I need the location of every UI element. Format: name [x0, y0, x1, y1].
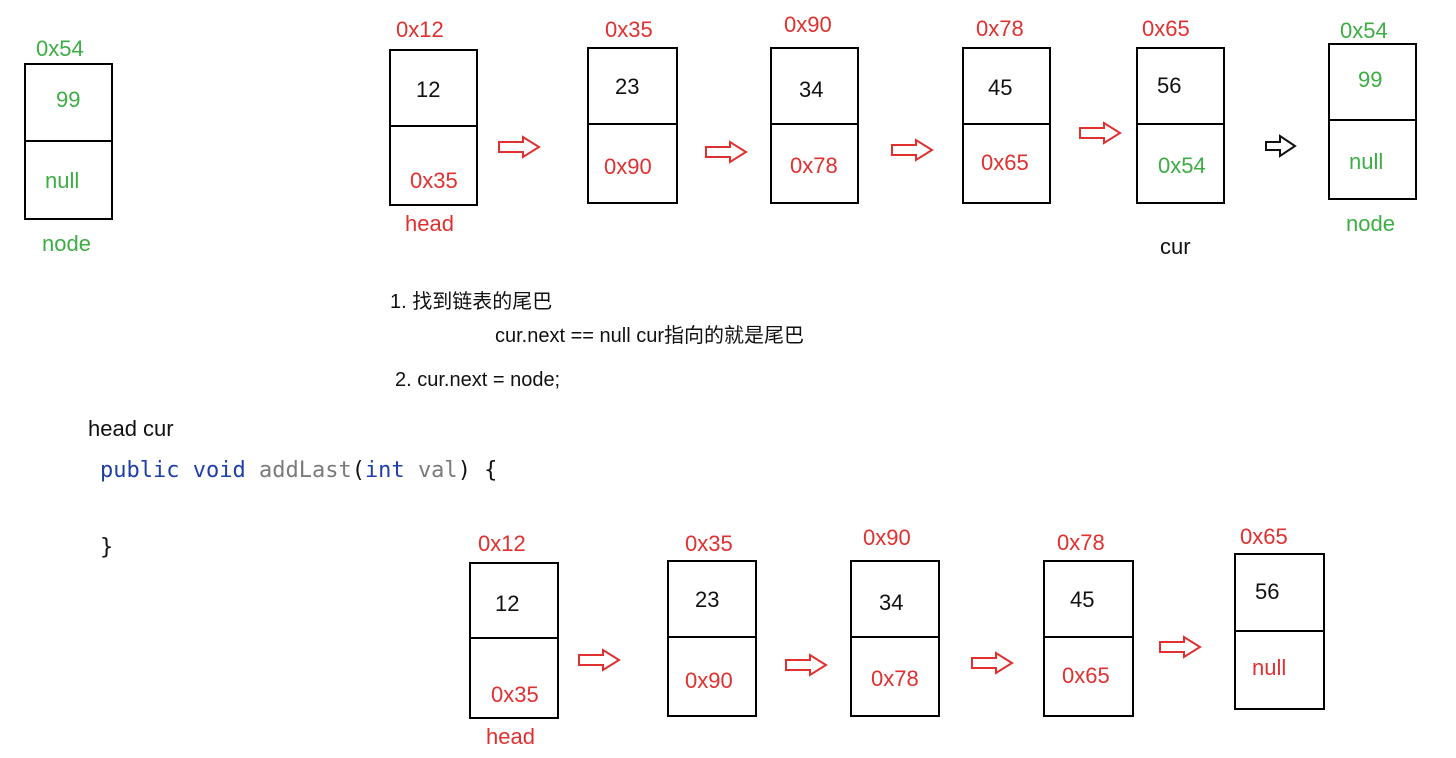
- node-divider: [852, 636, 938, 638]
- closing-brace: }: [100, 535, 114, 560]
- node-divider: [1138, 123, 1223, 125]
- new-node-next: null: [45, 168, 80, 193]
- bottom-node-3-next: 0x78: [871, 666, 919, 691]
- keyword-void: void: [192, 458, 246, 483]
- bottom-node-4: 45 0x65: [1043, 560, 1134, 717]
- bottom-node-4-value: 45: [1070, 587, 1095, 612]
- bottom-node-5-address: 0x65: [1240, 524, 1288, 549]
- node-divider: [589, 123, 676, 125]
- top-node-6-value: 99: [1358, 67, 1383, 92]
- bottom-node-2-value: 23: [695, 587, 720, 612]
- bottom-node-1: 12 0x35: [469, 562, 559, 719]
- step-1-text: 1. 找到链表的尾巴: [390, 291, 553, 313]
- head-label-bottom: head: [486, 724, 535, 749]
- node-divider: [669, 636, 755, 638]
- node-divider: [391, 125, 476, 127]
- step-1-detail: cur.next == null cur指向的就是尾巴: [495, 325, 804, 347]
- node-divider: [26, 140, 111, 142]
- top-node-3: 34 0x78: [770, 47, 859, 204]
- next-arrow-icon: [578, 648, 621, 672]
- param-name: val: [417, 458, 458, 483]
- top-node-1: 12 0x35: [389, 49, 478, 206]
- method-signature: public void addLast(int val) {: [100, 458, 497, 483]
- open-paren: (: [351, 458, 365, 483]
- keyword-public: public: [100, 458, 180, 483]
- top-node-2-address: 0x35: [605, 17, 653, 42]
- head-label-top: head: [405, 211, 454, 236]
- bottom-node-3-value: 34: [879, 590, 904, 615]
- top-node-4-value: 45: [988, 75, 1013, 100]
- bottom-node-3: 34 0x78: [850, 560, 940, 717]
- node-divider: [1330, 119, 1415, 121]
- bottom-node-3-address: 0x90: [863, 525, 911, 550]
- top-node-5-next: 0x54: [1158, 153, 1206, 178]
- cur-label: cur: [1160, 234, 1191, 259]
- appended-node-label: node: [1346, 211, 1395, 236]
- keyword-int: int: [364, 458, 405, 483]
- next-arrow-icon: [1159, 635, 1202, 659]
- top-node-4-address: 0x78: [976, 16, 1024, 41]
- new-node-address: 0x54: [36, 36, 84, 61]
- next-arrow-icon: [498, 135, 541, 159]
- top-node-3-next: 0x78: [790, 153, 838, 178]
- top-node-6-next: null: [1349, 149, 1384, 174]
- top-node-2-value: 23: [615, 74, 640, 99]
- next-arrow-icon: [785, 653, 828, 677]
- bottom-node-4-address: 0x78: [1057, 530, 1105, 555]
- next-arrow-icon: [1265, 134, 1297, 158]
- bottom-node-1-value: 12: [495, 591, 520, 616]
- node-divider: [1236, 630, 1323, 632]
- top-node-6: 99 null: [1328, 43, 1417, 200]
- code-vars: head cur: [88, 416, 174, 441]
- bottom-node-2-next: 0x90: [685, 668, 733, 693]
- top-node-5-address: 0x65: [1142, 16, 1190, 41]
- node-divider: [1045, 636, 1132, 638]
- new-node-value: 99: [56, 87, 81, 112]
- node-divider: [964, 123, 1049, 125]
- bottom-node-2: 23 0x90: [667, 560, 757, 717]
- signature-close: ) {: [457, 458, 498, 483]
- bottom-node-2-address: 0x35: [685, 531, 733, 556]
- next-arrow-icon: [971, 651, 1014, 675]
- top-node-2-next: 0x90: [604, 154, 652, 179]
- bottom-node-5-next: null: [1252, 655, 1287, 680]
- top-node-2: 23 0x90: [587, 47, 678, 204]
- next-arrow-icon: [891, 138, 934, 162]
- new-node-label: node: [42, 231, 91, 256]
- top-node-5-value: 56: [1157, 73, 1182, 98]
- top-node-6-address: 0x54: [1340, 18, 1388, 43]
- step-2-text: 2. cur.next = node;: [395, 369, 561, 391]
- method-name: addLast: [258, 458, 352, 483]
- bottom-node-1-address: 0x12: [478, 531, 526, 556]
- bottom-node-1-next: 0x35: [491, 682, 539, 707]
- node-divider: [772, 123, 857, 125]
- top-node-5: 56 0x54: [1136, 47, 1225, 204]
- bottom-node-4-next: 0x65: [1062, 663, 1110, 688]
- top-node-4-next: 0x65: [981, 150, 1029, 175]
- next-arrow-icon: [705, 140, 748, 164]
- top-node-3-value: 34: [799, 77, 824, 102]
- top-node-4: 45 0x65: [962, 47, 1051, 204]
- top-node-1-address: 0x12: [396, 17, 444, 42]
- top-node-3-address: 0x90: [784, 12, 832, 37]
- node-divider: [471, 637, 557, 639]
- bottom-node-5-value: 56: [1255, 579, 1280, 604]
- new-node-box: 99 null: [24, 63, 113, 220]
- top-node-1-next: 0x35: [410, 168, 458, 193]
- top-node-1-value: 12: [416, 77, 441, 102]
- bottom-node-5: 56 null: [1234, 553, 1325, 710]
- next-arrow-icon: [1079, 121, 1122, 145]
